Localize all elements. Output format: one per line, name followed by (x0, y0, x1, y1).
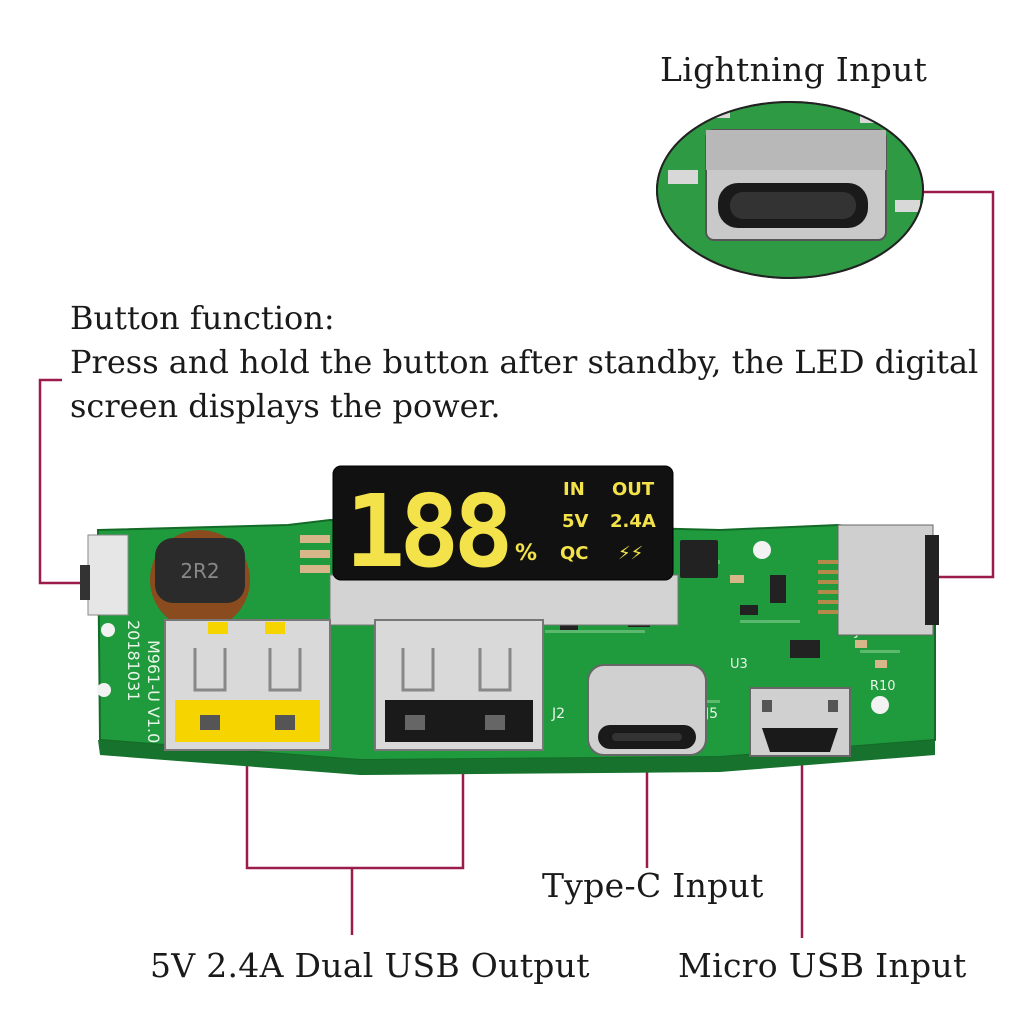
usb-a-port-left (164, 619, 331, 751)
j5-label: J5 (704, 706, 718, 722)
board-date-label: 20181031 (124, 620, 143, 701)
button-function-line-2: screen displays the power. (70, 387, 501, 425)
display-out: OUT (612, 479, 655, 500)
callout-usb-left (245, 748, 465, 870)
button-function-title: Button function: (70, 299, 335, 337)
display-qc: QC (560, 543, 589, 564)
type-c-input-label: Type-C Input (542, 866, 764, 905)
j2-label: J2 (551, 706, 565, 722)
display-bolt-icon: ⚡⚡ (618, 543, 643, 564)
lightning-input-label: Lightning Input (660, 50, 928, 89)
display-in: IN (563, 479, 585, 500)
display-percent: % (515, 541, 537, 566)
button-function-description: Button function: Press and hold the butt… (70, 296, 978, 428)
inductor: 2R2 (150, 530, 250, 630)
display-amp: 2.4A (610, 511, 656, 532)
board-model-label: M961-U V1.0 (144, 640, 163, 743)
lightning-connector (818, 524, 939, 636)
dual-usb-output-label: 5V 2.4A Dual USB Output (150, 946, 590, 985)
lightning-inset (656, 101, 924, 279)
type-c-port (587, 664, 707, 756)
micro-usb-input-label: Micro USB Input (678, 946, 967, 985)
pcb-board: 2R2 M961-U V1.0 20181031 J2 J5 J1 R10 U3… (80, 465, 939, 775)
display-digits: 188 (345, 473, 508, 590)
button-function-line-1: Press and hold the button after standby,… (70, 343, 979, 381)
callout-lightning (924, 190, 995, 579)
side-button (80, 534, 129, 616)
led-display: 188 % IN OUT 5V 2.4A QC ⚡⚡ (329, 465, 679, 626)
usb-a-port-right (374, 619, 544, 751)
micro-usb-port (749, 687, 851, 757)
u3-label: U3 (730, 657, 748, 672)
inductor-label: 2R2 (180, 559, 219, 583)
callout-button (38, 378, 82, 585)
r10-label: R10 (870, 679, 896, 694)
display-volt: 5V (562, 511, 589, 532)
